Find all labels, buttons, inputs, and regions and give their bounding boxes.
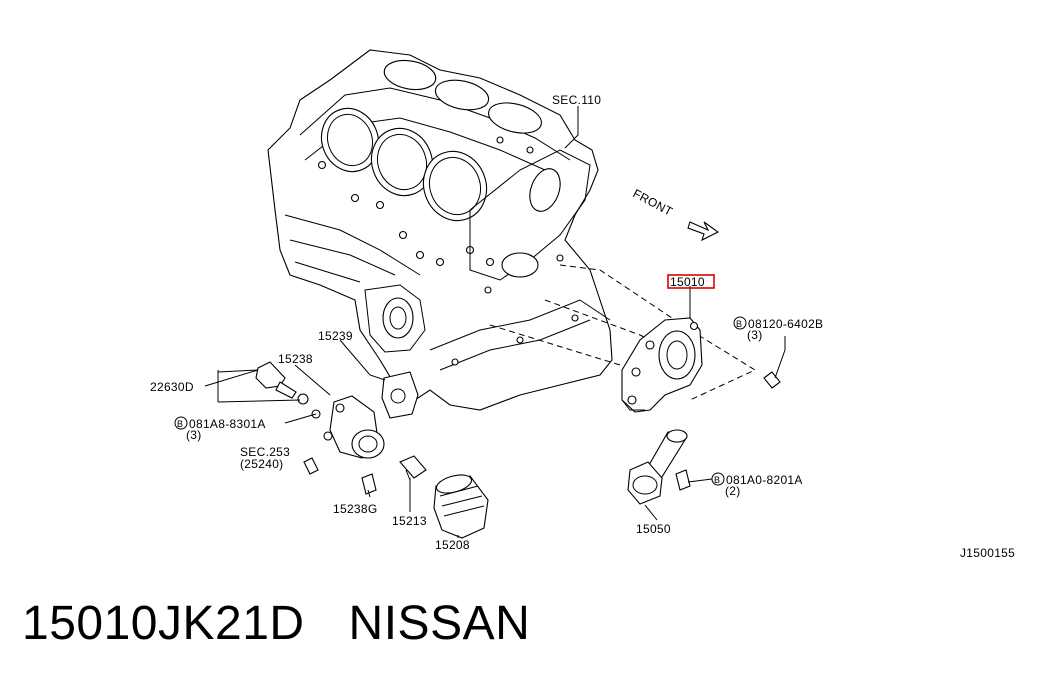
oil-pressure-sensor-drawing bbox=[255, 361, 321, 419]
diagram-code: J1500155 bbox=[960, 546, 1015, 560]
bolt2-part-number: 081A8-8301A bbox=[189, 417, 266, 431]
bolt2-b-icon: B bbox=[177, 419, 183, 429]
bolt3-b-icon: B bbox=[714, 475, 720, 485]
leader-lines bbox=[204, 106, 786, 538]
sec253-label: SEC.253 bbox=[240, 445, 290, 459]
oil-strainer-drawing bbox=[627, 429, 688, 505]
bolt1-part-number: 08120-6402B bbox=[748, 317, 823, 331]
part-caption: 15010JK21D NISSAN bbox=[22, 596, 530, 651]
caption-brand: NISSAN bbox=[348, 597, 531, 650]
part-15238-label: 15238 bbox=[278, 352, 313, 366]
front-direction-indicator: FRONT bbox=[631, 186, 720, 242]
small-parts-drawing bbox=[303, 371, 781, 495]
sec253-sub-label: (25240) bbox=[240, 457, 283, 471]
caption-part-number: 15010JK21D bbox=[22, 597, 305, 650]
callout-labels: SEC.110 15010 B 08120-6402B (3) 15239 15… bbox=[150, 93, 1015, 560]
sec110-label: SEC.110 bbox=[552, 93, 601, 107]
part-15010-label: 15010 bbox=[670, 275, 705, 289]
bolt3-part-number: 081A0-8201A bbox=[726, 473, 803, 487]
part-22630d-label: 22630D bbox=[150, 380, 194, 394]
front-arrow-icon bbox=[687, 221, 720, 242]
part-15208-label: 15208 bbox=[435, 538, 470, 552]
part-15238g-label: 15238G bbox=[333, 502, 378, 516]
highlight-box bbox=[667, 274, 715, 289]
oil-pump-drawing bbox=[621, 317, 703, 413]
cylinder-bores bbox=[320, 59, 542, 222]
bolt1-quantity: (3) bbox=[747, 328, 763, 342]
engine-block-drawing bbox=[267, 49, 613, 411]
bolt1-b-icon: B bbox=[736, 319, 742, 329]
bolt2-quantity: (3) bbox=[186, 428, 202, 442]
bolt3-quantity: (2) bbox=[725, 484, 741, 498]
front-label: FRONT bbox=[631, 186, 676, 219]
assembly-dashed-lines bbox=[489, 264, 757, 401]
oil-filter-bracket-drawing bbox=[323, 371, 419, 459]
part-15050-label: 15050 bbox=[636, 522, 671, 536]
part-15239-label: 15239 bbox=[318, 329, 353, 343]
oil-filter-drawing bbox=[433, 474, 489, 539]
part-15213-label: 15213 bbox=[392, 514, 427, 528]
